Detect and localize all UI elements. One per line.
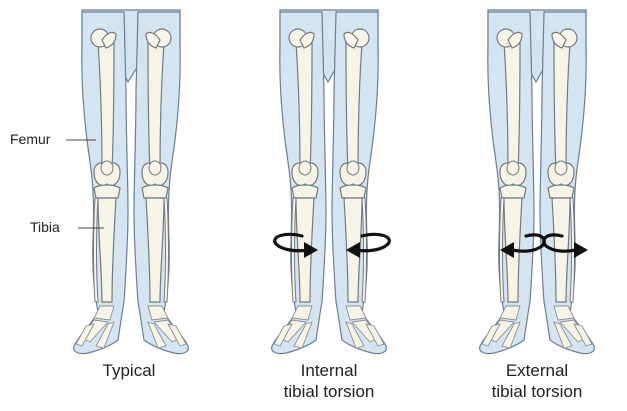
caption-typical-line-1: Typical xyxy=(102,361,156,380)
leg-right-internal xyxy=(331,11,387,355)
caption-external-line-2: tibial torsion xyxy=(491,382,583,401)
caption-typical: Typical xyxy=(34,360,224,381)
leg-left-external xyxy=(479,11,535,355)
leg-left-typical xyxy=(73,11,129,355)
leg-left-internal xyxy=(271,11,327,355)
caption-external-line-1: External xyxy=(505,361,569,380)
panel-internal-torsion xyxy=(271,9,391,355)
caption-internal-line-1: Internal xyxy=(300,361,358,380)
rotation-arrow-left-internal xyxy=(273,232,318,258)
caption-external-torsion: External tibial torsion xyxy=(442,360,627,402)
tibia-label: Tibia xyxy=(30,219,60,235)
panel-typical xyxy=(66,9,189,355)
femur-label: Femur xyxy=(10,131,51,147)
leg-right-external xyxy=(539,11,595,355)
rotation-arrow-right-external xyxy=(542,233,588,258)
caption-internal-line-2: tibial torsion xyxy=(283,382,375,401)
leg-right-typical xyxy=(133,11,189,355)
panel-external-torsion xyxy=(479,9,595,355)
rotation-arrow-left-external xyxy=(500,233,546,258)
caption-internal-torsion: Internal tibial torsion xyxy=(234,360,424,402)
rotation-arrow-right-internal xyxy=(346,232,391,258)
